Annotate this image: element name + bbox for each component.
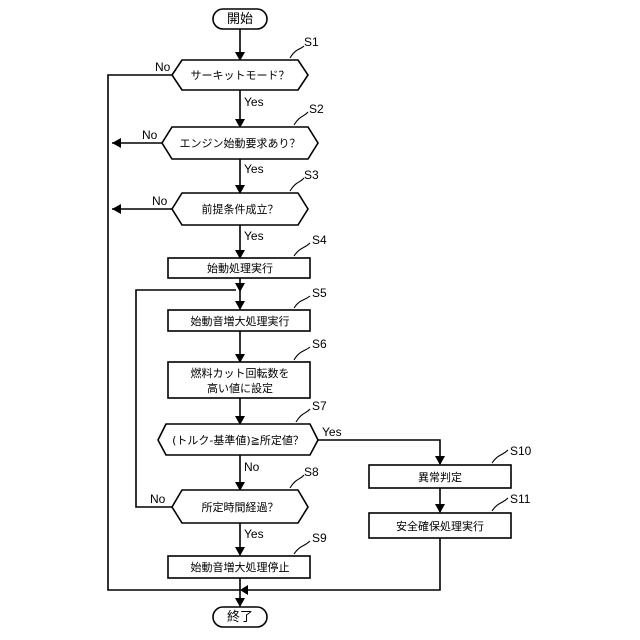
step-s2-text: エンジン始動要求あり？ [180,136,301,150]
step-s1-leader [290,46,304,58]
step-s6-text-line2: 高い値に設定 [207,381,273,395]
end-label: 終了 [227,609,253,625]
step-s10: 異常判定 S10 [369,444,532,488]
step-s3-text: 前提条件成立？ [202,202,279,216]
start-terminal: 開始 [213,9,267,29]
step-s1-id: S1 [304,35,319,49]
step-s9-text: 始動音増大処理停止 [191,560,290,574]
step-s6-id: S6 [312,337,327,351]
step-s8-leader [290,475,304,488]
step-s7: (トルク-基準値)≧所定値？ S7 [158,399,327,455]
s3-no-label: No [152,194,168,208]
arrow-s5-in [235,301,245,310]
s1-no-label: No [155,60,171,74]
arrow-s10-in [435,456,445,465]
step-s4-leader [294,243,310,256]
step-s2: エンジン始動要求あり？ S2 [162,102,324,159]
s7-no-label: No [244,460,260,474]
step-s5: 始動音増大処理実行 S5 [168,286,327,331]
arrow-s11-in [435,504,445,513]
step-s4-id: S4 [312,233,327,247]
s3-yes-label: Yes [244,229,264,243]
arrow-s11-merge [240,585,248,595]
step-s10-id: S10 [510,444,532,458]
step-s1: サーキットモード？ S1 [172,35,319,90]
arrow-s3-no [112,204,121,214]
arrow-s2-no [112,138,121,148]
step-s5-id: S5 [312,286,327,300]
step-s9-id: S9 [312,531,327,545]
step-s4-text: 始動処理実行 [207,261,273,275]
step-s11-id: S11 [510,492,531,506]
arrow-loop-merge [235,283,245,292]
step-s7-text: (トルク-基準値)≧所定値？ [172,433,304,447]
arrow-s9-in [235,547,245,556]
step-s3-leader [290,178,304,191]
step-s10-text: 異常判定 [418,470,462,484]
step-s9-leader [294,541,310,554]
step-s3-id: S3 [304,168,319,182]
step-s10-leader [492,450,508,463]
step-s7-id: S7 [312,399,327,413]
s8-yes-label: Yes [244,527,264,541]
step-s8-id: S8 [304,465,319,479]
step-s8-text: 所定時間経過？ [202,500,279,514]
s1-yes-label: Yes [244,95,264,109]
end-terminal: 終了 [213,607,267,627]
step-s6-leader [294,347,310,360]
arrow-end-in [235,598,245,607]
step-s11-leader [492,498,508,511]
step-s6: 燃料カット回転数を 高い値に設定 S6 [168,337,327,398]
step-s3: 前提条件成立？ S3 [172,168,319,225]
s8-no-label: No [150,492,166,506]
step-s5-text: 始動音増大処理実行 [191,314,290,328]
step-s11: 安全確保処理実行 S11 [369,492,531,538]
edge-s7-yes [318,440,440,464]
s7-yes-label: Yes [322,425,342,439]
start-label: 開始 [227,12,253,27]
step-s6-text-line1: 燃料カット回転数を [191,366,290,380]
step-s7-leader [296,409,310,422]
step-s1-text: サーキットモード？ [191,69,290,82]
step-s2-leader [294,112,308,125]
s2-yes-label: Yes [244,162,264,176]
step-s11-text: 安全確保処理実行 [396,519,484,533]
step-s5-leader [294,296,310,308]
step-s2-id: S2 [309,102,324,116]
s2-no-label: No [142,128,158,142]
